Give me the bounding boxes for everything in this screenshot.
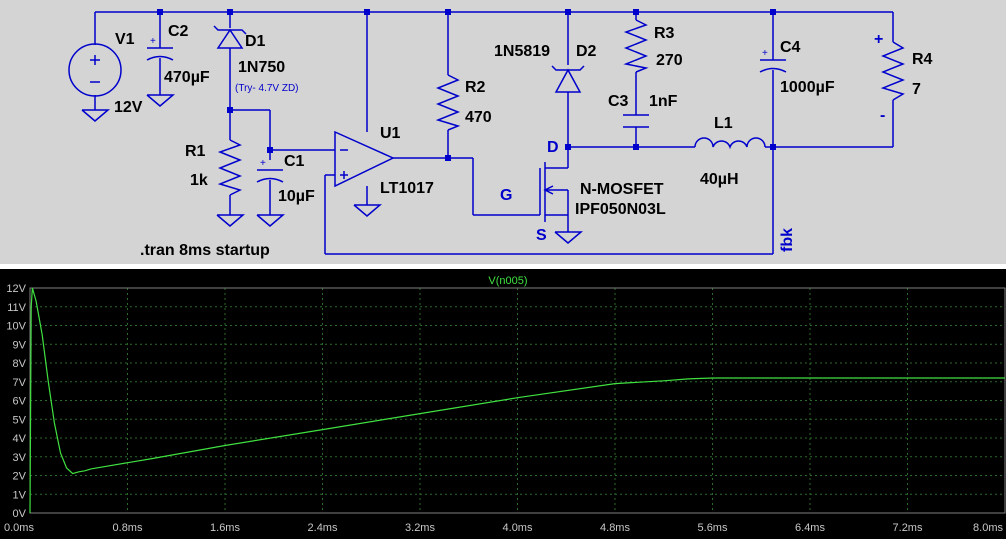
capacitor-c4[interactable]: + xyxy=(759,48,787,73)
r4-name: R4 xyxy=(912,51,933,68)
d1-note: (Try- 4.7V ZD) xyxy=(235,83,299,94)
svg-text:+: + xyxy=(260,158,266,169)
capacitor-c3[interactable] xyxy=(623,114,649,128)
x-tick-label: 2.4ms xyxy=(308,522,338,534)
resistor-r1[interactable] xyxy=(217,139,243,196)
inductor-l1[interactable] xyxy=(694,137,766,150)
mosfet-pin-s: S xyxy=(536,227,547,244)
mosfet-m1[interactable] xyxy=(543,185,554,195)
y-tick-label: 11V xyxy=(7,302,26,314)
ground-symbols xyxy=(81,94,584,244)
r1-name: R1 xyxy=(185,143,206,160)
waveform-viewer[interactable]: V(n005) 0V 1V 2V 3V 4V 5V 6V 7V 8V 9V 10V 11V 12V 0.… xyxy=(0,269,1006,539)
mosfet-pin-g: G xyxy=(500,187,512,204)
c1-value: 10µF xyxy=(278,188,315,205)
waveform-canvas[interactable]: V(n005) 0V 1V 2V 3V 4V 5V 6V 7V 8V 9V 10V 11V 12V 0.… xyxy=(0,269,1006,539)
junction-nodes xyxy=(157,9,776,161)
r3-value: 270 xyxy=(656,52,683,69)
pane-separator[interactable] xyxy=(0,264,1006,269)
x-axis-ticks: 0.0ms 0.8ms 1.6ms 2.4ms 3.2ms 4.0ms 4.8ms 5.6ms… xyxy=(4,522,1003,534)
x-tick-label: 8.0ms xyxy=(973,522,1003,534)
resistor-r3[interactable] xyxy=(623,19,649,73)
opamp-u1[interactable] xyxy=(334,130,395,188)
y-tick-label: 8V xyxy=(13,358,27,370)
r4-value: 7 xyxy=(912,81,921,98)
y-tick-label: 12V xyxy=(6,283,26,295)
d1-name: D1 xyxy=(245,33,266,50)
y-tick-label: 6V xyxy=(13,396,27,408)
r2-name: R2 xyxy=(465,79,486,96)
l1-value: 40µH xyxy=(700,171,739,188)
svg-text:+: + xyxy=(762,48,768,59)
d2-name: D2 xyxy=(576,43,597,60)
x-tick-label: 4.0ms xyxy=(503,522,533,534)
u1-name: U1 xyxy=(380,125,401,142)
spice-directive: .tran 8ms startup xyxy=(140,242,270,259)
schematic-canvas[interactable]: + + xyxy=(0,0,1006,264)
mosfet-pin-d: D xyxy=(547,139,559,156)
x-tick-label: 5.6ms xyxy=(698,522,728,534)
y-tick-label: 0V xyxy=(13,508,27,520)
v1-value: 12V xyxy=(114,99,143,116)
resistor-r2[interactable] xyxy=(435,74,461,131)
c4-name: C4 xyxy=(780,39,801,56)
d2-model: 1N5819 xyxy=(494,43,550,60)
c3-name: C3 xyxy=(608,93,629,110)
y-tick-label: 5V xyxy=(13,414,27,426)
y-tick-label: 4V xyxy=(13,433,27,445)
capacitor-c1[interactable]: + xyxy=(256,158,284,183)
trace-title[interactable]: V(n005) xyxy=(488,275,527,287)
r4-plus: + xyxy=(874,31,883,48)
y-tick-label: 9V xyxy=(13,339,27,351)
schematic-editor[interactable]: + + xyxy=(0,0,1006,264)
c1-name: C1 xyxy=(284,153,305,170)
capacitor-c2[interactable]: + xyxy=(146,36,174,61)
r1-value: 1k xyxy=(190,172,208,189)
c4-value: 1000µF xyxy=(780,79,835,96)
x-tick-label: 3.2ms xyxy=(405,522,435,534)
m1-type: N-MOSFET xyxy=(580,181,664,198)
c2-name: C2 xyxy=(168,23,189,40)
x-tick-label: 1.6ms xyxy=(210,522,240,534)
component-labels: V1 12V C2 470µF D1 1N750 R1 1k C1 10µF U… xyxy=(114,23,933,259)
v1-name: V1 xyxy=(115,31,135,48)
zener-diode-d1[interactable] xyxy=(213,25,247,49)
trace-v-n005[interactable] xyxy=(29,287,1005,514)
x-tick-label: 4.8ms xyxy=(600,522,630,534)
x-tick-label: 0.8ms xyxy=(113,522,143,534)
y-tick-label: 1V xyxy=(13,489,27,501)
y-axis-ticks: 0V 1V 2V 3V 4V 5V 6V 7V 8V 9V 10V 11V 12V xyxy=(6,283,26,520)
x-tick-label: 6.4ms xyxy=(795,522,825,534)
y-tick-label: 7V xyxy=(13,377,27,389)
wires xyxy=(94,11,894,255)
r3-name: R3 xyxy=(654,25,675,42)
y-tick-label: 3V xyxy=(13,452,27,464)
y-tick-label: 2V xyxy=(13,471,27,483)
y-tick-label: 10V xyxy=(6,321,26,333)
x-tick-label: 7.2ms xyxy=(893,522,923,534)
l1-name: L1 xyxy=(714,115,733,132)
plot-frame xyxy=(29,287,1006,514)
c2-value: 470µF xyxy=(164,69,210,86)
plot-grid xyxy=(29,287,1006,514)
net-label-fbk: fbk xyxy=(779,228,796,252)
pin-labels: (Try- 4.7V ZD) + - D G S fbk xyxy=(235,31,885,252)
c3-value: 1nF xyxy=(649,93,678,110)
m1-model: IPF050N03L xyxy=(575,201,666,218)
resistor-r4[interactable] xyxy=(880,41,906,101)
d1-model: 1N750 xyxy=(238,59,285,76)
x-tick-label: 0.0ms xyxy=(4,522,34,534)
u1-model: LT1017 xyxy=(380,180,434,197)
svg-text:+: + xyxy=(150,36,156,47)
voltage-source-v1[interactable] xyxy=(68,43,122,97)
r2-value: 470 xyxy=(465,109,492,126)
schottky-diode-d2[interactable] xyxy=(551,65,585,93)
r4-minus: - xyxy=(880,107,885,124)
